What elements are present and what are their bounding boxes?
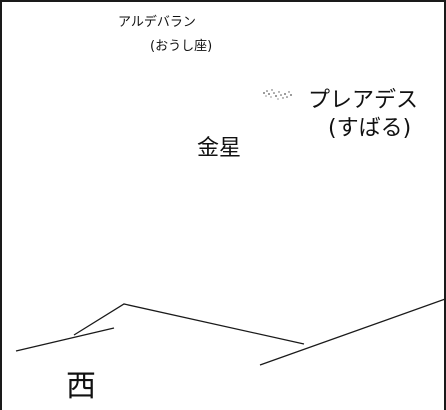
aldebaran-label: アルデバラン — [118, 15, 196, 30]
horizon-ridge — [73, 303, 305, 345]
star-cluster-icon — [263, 89, 292, 100]
pleiades-label: プレアデス — [308, 88, 419, 113]
horizon-line-left — [15, 327, 115, 352]
west-direction-label: 西 — [66, 369, 96, 404]
aldebaran-constellation-label: (おうし座) — [150, 39, 213, 54]
pleiades-alt-label: (すばる) — [328, 116, 412, 141]
venus-label: 金星 — [197, 136, 242, 161]
horizon-line-right — [259, 298, 444, 366]
